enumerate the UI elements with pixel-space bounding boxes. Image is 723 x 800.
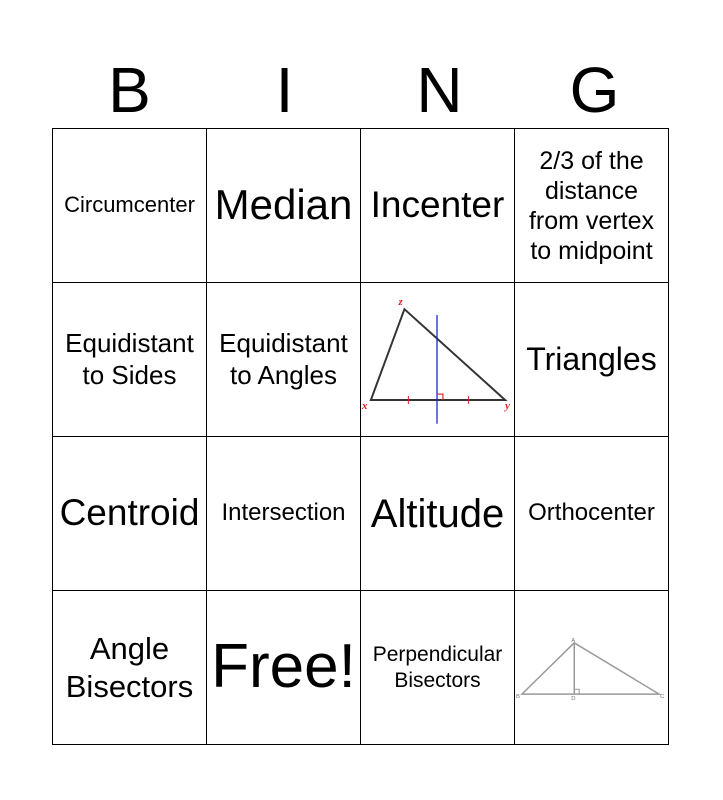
- cell-text: 2/3 of the distance from vertex to midpo…: [528, 146, 655, 265]
- perpendicular-bisector-triangle-image: z x y: [361, 283, 514, 436]
- bingo-cell[interactable]: A B D C: [514, 590, 669, 745]
- cell-text: Centroid: [59, 492, 200, 534]
- bingo-cell[interactable]: Perpendicular Bisectors: [360, 590, 515, 745]
- header-letter-g: G: [569, 54, 620, 126]
- bingo-cell[interactable]: Circumcenter: [52, 128, 207, 283]
- cell-text: Incenter: [370, 184, 505, 226]
- cell-text: Free!: [211, 632, 356, 702]
- header-letter-i: I: [275, 54, 294, 126]
- bingo-row: Equidistant to Sides Equidistant to Angle…: [52, 282, 669, 437]
- vertex-label: y: [503, 400, 510, 412]
- cell-text: Equidistant to Angles: [219, 328, 348, 390]
- vertex-label: z: [398, 296, 404, 308]
- cell-text: Median: [214, 181, 353, 229]
- bingo-cell[interactable]: Equidistant to Angles: [206, 282, 361, 437]
- vertex-label: B: [516, 694, 520, 700]
- bingo-cell[interactable]: Centroid: [52, 436, 207, 591]
- bingo-header: B I N G: [52, 52, 672, 128]
- bingo-cell[interactable]: Triangles: [514, 282, 669, 437]
- cell-text: Circumcenter: [64, 192, 195, 218]
- bingo-cell[interactable]: Altitude: [360, 436, 515, 591]
- bingo-cell[interactable]: Median: [206, 128, 361, 283]
- cell-text: Altitude: [370, 491, 505, 536]
- vertex-label: D: [571, 696, 575, 702]
- vertex-label: A: [571, 638, 575, 644]
- altitude-triangle-image: A B D C: [515, 591, 668, 744]
- bingo-cell[interactable]: Incenter: [360, 128, 515, 283]
- bingo-cell[interactable]: Free!: [206, 590, 361, 745]
- cell-text: Perpendicular Bisectors: [372, 643, 503, 692]
- bingo-cell[interactable]: z x y: [360, 282, 515, 437]
- cell-text: Triangles: [526, 341, 657, 378]
- bingo-cell[interactable]: Equidistant to Sides: [52, 282, 207, 437]
- bingo-cell[interactable]: 2/3 of the distance from vertex to midpo…: [514, 128, 669, 283]
- header-letter-n: N: [416, 54, 463, 126]
- bingo-row: Circumcenter Median Incenter 2/3 of the dis…: [52, 128, 669, 283]
- bingo-row: Centroid Intersection Altitude Orthocenter: [52, 436, 669, 591]
- bingo-cell[interactable]: Angle Bisectors: [52, 590, 207, 745]
- bingo-cell[interactable]: Intersection: [206, 436, 361, 591]
- cell-text: Orthocenter: [528, 499, 655, 527]
- vertex-label: C: [660, 694, 665, 700]
- cell-text: Equidistant to Sides: [65, 328, 194, 390]
- header-letter-b: B: [108, 54, 151, 126]
- cell-text: Intersection: [221, 499, 346, 527]
- bingo-card: Circumcenter Median Incenter 2/3 of the dis…: [52, 128, 669, 745]
- cell-text: Angle Bisectors: [65, 631, 194, 704]
- bingo-cell[interactable]: Orthocenter: [514, 436, 669, 591]
- vertex-label: x: [361, 400, 368, 412]
